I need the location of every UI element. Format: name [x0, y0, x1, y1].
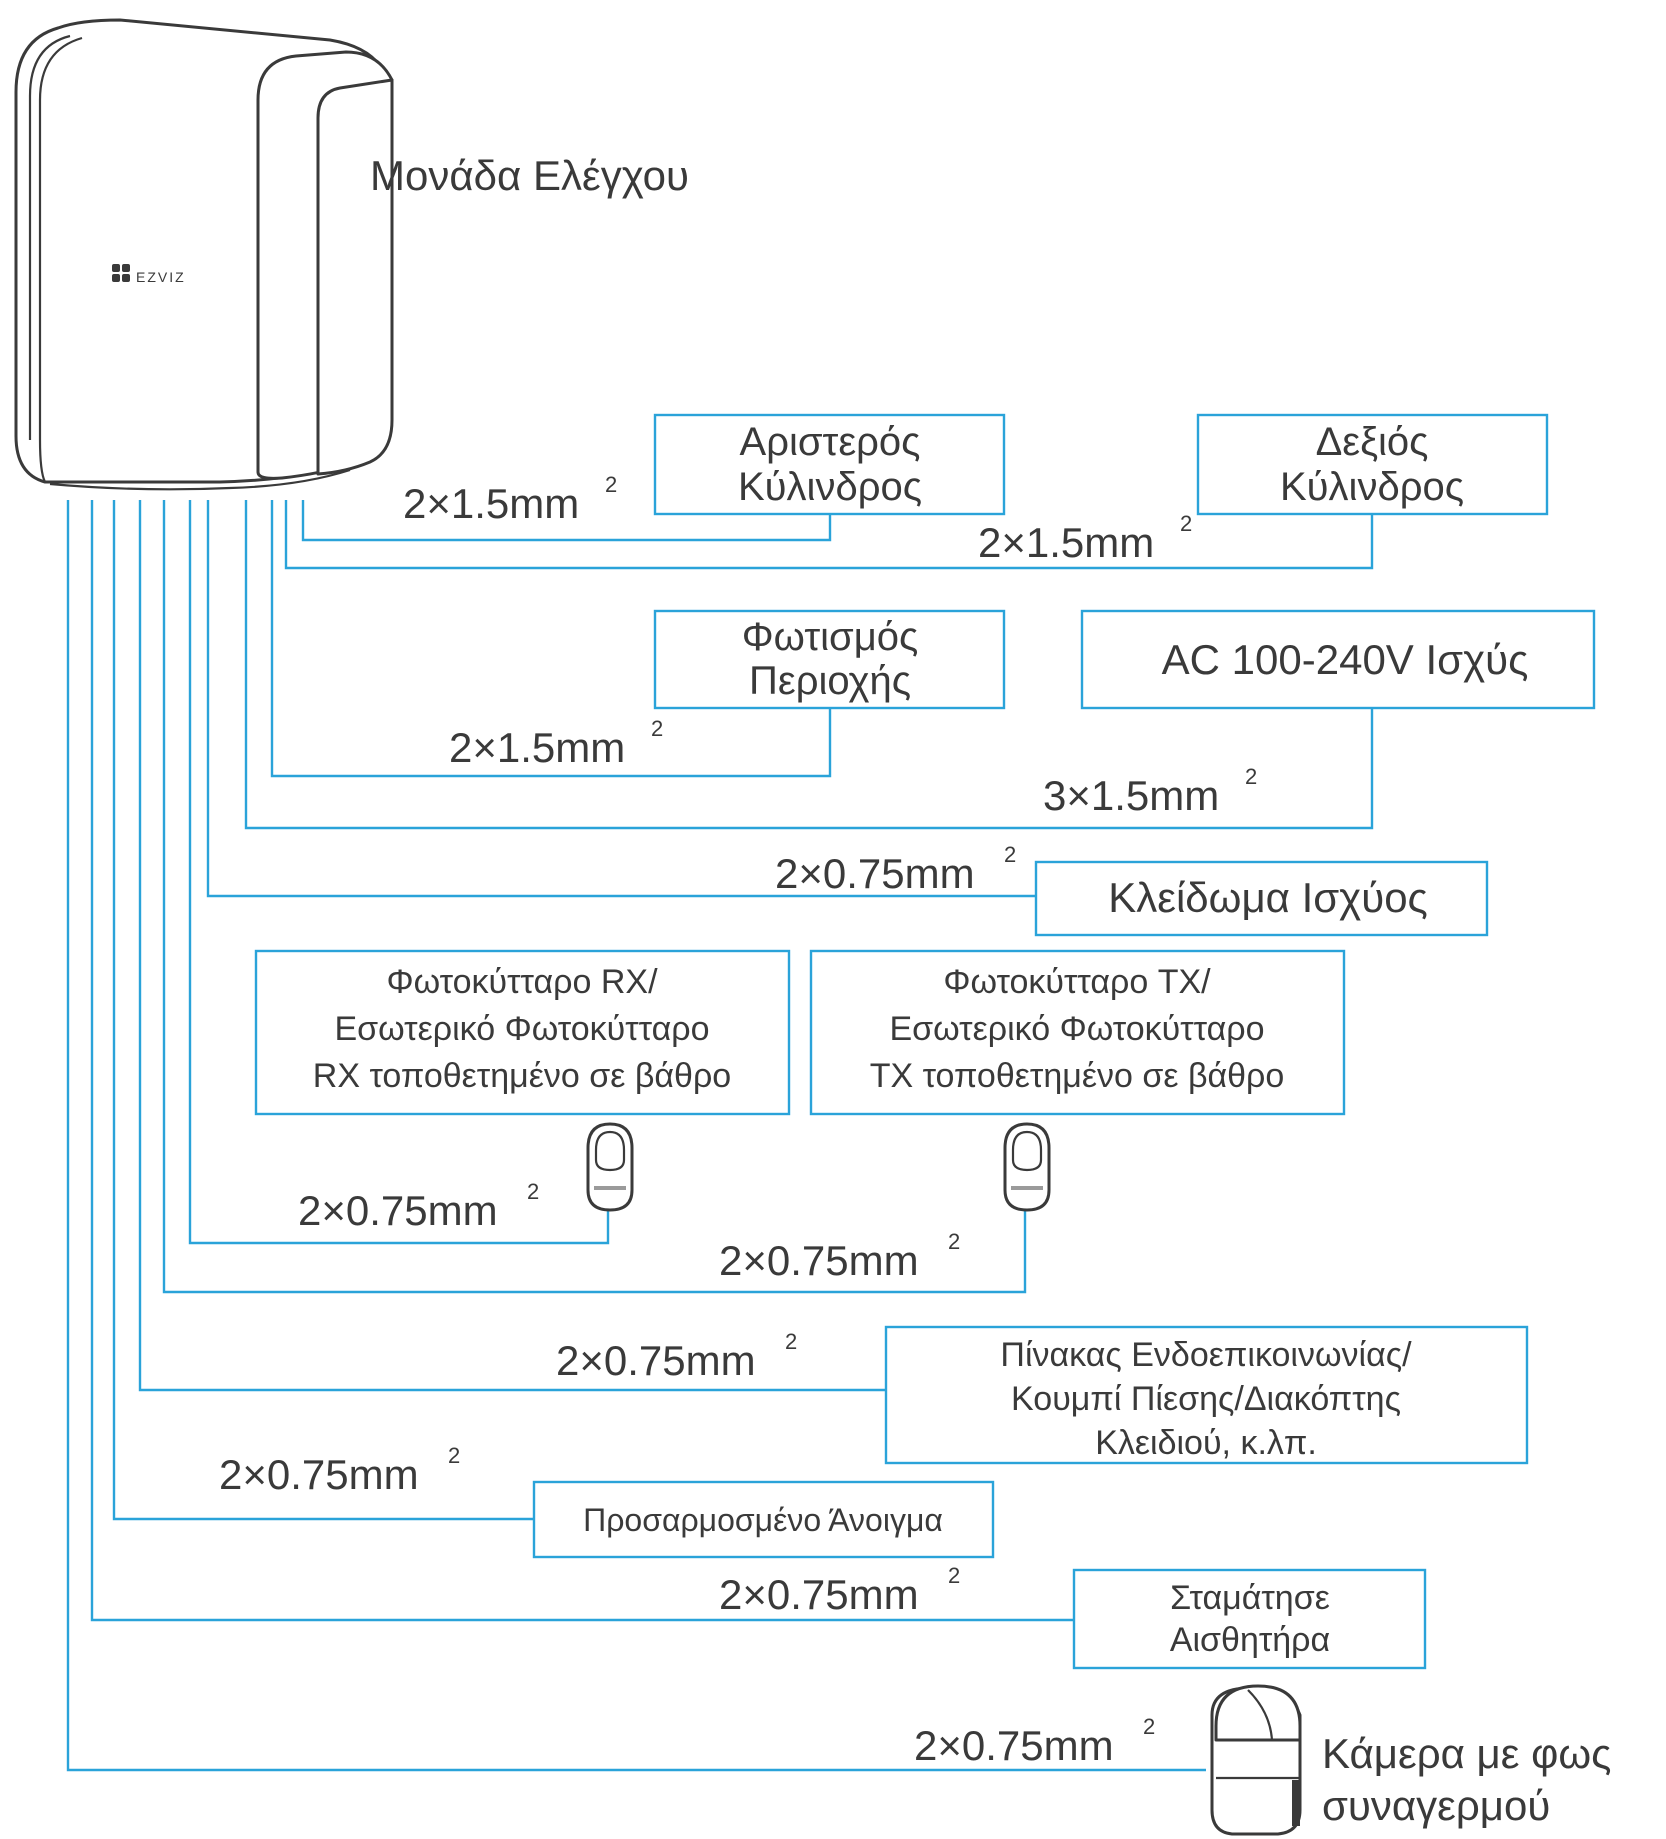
- wire-left-cylinder: [301, 500, 832, 542]
- box-label-line: Κύλινδρος: [738, 465, 922, 509]
- box-label-line: Προσαρμοσμένο Άνοιγμα: [583, 1502, 943, 1538]
- cable-spec-photocell-tx: 2×0.75mm 2: [719, 1229, 960, 1284]
- wire-right-cylinder: [284, 500, 1374, 570]
- control-unit-illustration: EZVIZ: [14, 18, 394, 491]
- wire-stop-sensor: [90, 500, 1074, 1622]
- right-cylinder-box: Δεξιός Κύλινδρος: [1196, 413, 1549, 516]
- box-label-line: RX τοποθετημένο σε βάθρο: [313, 1057, 731, 1095]
- cable-spec-area-lighting: 2×1.5mm 2: [449, 716, 663, 771]
- cable-spec-sup: 2: [785, 1329, 797, 1354]
- wire-photocell-tx: [162, 500, 1027, 1294]
- cable-spec-sup: 2: [651, 716, 663, 741]
- box-label-line: Πίνακας Ενδοεπικοινωνίας/: [1000, 1336, 1412, 1374]
- cable-spec-text: 2×1.5mm: [449, 724, 625, 771]
- cable-spec-text: 3×1.5mm: [1043, 772, 1219, 819]
- cable-spec-sup: 2: [1245, 764, 1257, 789]
- box-label-line: Εσωτερικό Φωτοκύτταρο: [334, 1010, 709, 1048]
- cable-spec-text: 2×0.75mm: [556, 1337, 756, 1384]
- photocell-rx-illustration: [586, 1122, 634, 1212]
- box-label-line: Φωτισμός: [742, 615, 919, 659]
- custom-opening-box: Προσαρμοσμένο Άνοιγμα: [532, 1480, 995, 1559]
- box-label-line: Αισθητήρα: [1170, 1621, 1330, 1659]
- left-cylinder-box: Αριστερός Κύλινδρος: [653, 413, 1006, 516]
- ac-power-box: AC 100-240V Ισχύς: [1080, 609, 1596, 710]
- box-label-line: Εσωτερικό Φωτοκύτταρο: [889, 1010, 1264, 1048]
- cable-spec-ac-power: 3×1.5mm 2: [1043, 764, 1257, 819]
- area-lighting-box: Φωτισμός Περιοχής: [653, 609, 1006, 710]
- wire-custom-opening: [112, 500, 534, 1521]
- cable-spec-sup: 2: [1180, 511, 1192, 536]
- alarm-camera-label-line: Κάμερα με φως: [1322, 1730, 1611, 1777]
- cable-spec-intercom: 2×0.75mm 2: [556, 1329, 797, 1384]
- wire-photocell-rx: [188, 500, 610, 1245]
- photocell-rx-box: Φωτοκύτταρο RX/ Εσωτερικό Φωτοκύτταρο RX…: [254, 949, 791, 1116]
- cable-spec-sup: 2: [948, 1229, 960, 1254]
- power-lock-box: Κλείδωμα Ισχύος: [1034, 860, 1489, 937]
- cable-spec-sup: 2: [448, 1443, 460, 1468]
- cable-spec-sup: 2: [1143, 1714, 1155, 1739]
- intercom-box: Πίνακας Ενδοεπικοινωνίας/ Κουμπί Πίεσης/…: [884, 1325, 1529, 1465]
- cable-spec-left-cylinder: 2×1.5mm 2: [403, 472, 617, 527]
- cable-spec-text: 2×0.75mm: [219, 1451, 419, 1498]
- box-label-line: Δεξιός: [1316, 420, 1429, 464]
- box-label-line: Φωτοκύτταρο TX/: [943, 963, 1211, 1001]
- cable-spec-photocell-rx: 2×0.75mm 2: [298, 1179, 539, 1234]
- alarm-camera-label-line: συναγερμού: [1322, 1782, 1550, 1829]
- cable-spec-alarm-camera: 2×0.75mm 2: [914, 1714, 1155, 1769]
- wire-intercom: [138, 500, 886, 1392]
- wires: [66, 500, 1374, 1772]
- box-label-line: Φωτοκύτταρο RX/: [386, 963, 658, 1001]
- cable-spec-stop-sensor: 2×0.75mm 2: [719, 1563, 960, 1618]
- cable-spec-text: 2×0.75mm: [914, 1722, 1114, 1769]
- box-label-line: Κύλινδρος: [1280, 465, 1464, 509]
- box-label-line: Αριστερός: [740, 420, 921, 464]
- box-label-line: Περιοχής: [749, 659, 911, 703]
- cable-spec-text: 2×0.75mm: [719, 1571, 919, 1618]
- box-label-line: Σταμάτησε: [1170, 1579, 1330, 1617]
- cable-spec-text: 2×1.5mm: [978, 519, 1154, 566]
- box-label-line: AC 100-240V Ισχύς: [1162, 636, 1529, 683]
- wire-ac-power: [244, 500, 1374, 830]
- box-label-line: Κουμπί Πίεσης/Διακόπτης: [1011, 1380, 1401, 1418]
- cable-spec-sup: 2: [948, 1563, 960, 1588]
- cable-spec-text: 2×0.75mm: [298, 1187, 498, 1234]
- box-label-line: Κλειδιού, κ.λπ.: [1095, 1424, 1317, 1462]
- stop-sensor-box: Σταμάτησε Αισθητήρα: [1072, 1568, 1427, 1670]
- cable-spec-sup: 2: [527, 1179, 539, 1204]
- cable-spec-text: 2×0.75mm: [775, 850, 975, 897]
- wire-power-lock: [206, 500, 1036, 898]
- box-label-line: TX τοποθετημένο σε βάθρο: [870, 1057, 1285, 1095]
- photocell-tx-box: Φωτοκύτταρο TX/ Εσωτερικό Φωτοκύτταρο TX…: [809, 949, 1346, 1116]
- box-label-line: Κλείδωμα Ισχύος: [1108, 874, 1428, 921]
- cable-spec-right-cylinder: 2×1.5mm 2: [978, 511, 1192, 566]
- cable-spec-sup: 2: [605, 472, 617, 497]
- cable-spec-power-lock: 2×0.75mm 2: [775, 842, 1016, 897]
- cable-spec-sup: 2: [1004, 842, 1016, 867]
- wire-alarm-camera: [66, 500, 1206, 1772]
- ezviz-logo-icon: EZVIZ: [112, 264, 186, 285]
- wire-area-lighting: [270, 500, 832, 778]
- brand-label: EZVIZ: [136, 269, 186, 285]
- photocell-tx-illustration: [1003, 1122, 1051, 1212]
- cable-spec-custom-opening: 2×0.75mm 2: [219, 1443, 460, 1498]
- cable-spec-text: 2×1.5mm: [403, 480, 579, 527]
- control-unit-title: Μονάδα Ελέγχου: [370, 152, 689, 199]
- alarm-camera-illustration: [1210, 1684, 1302, 1836]
- cable-spec-text: 2×0.75mm: [719, 1237, 919, 1284]
